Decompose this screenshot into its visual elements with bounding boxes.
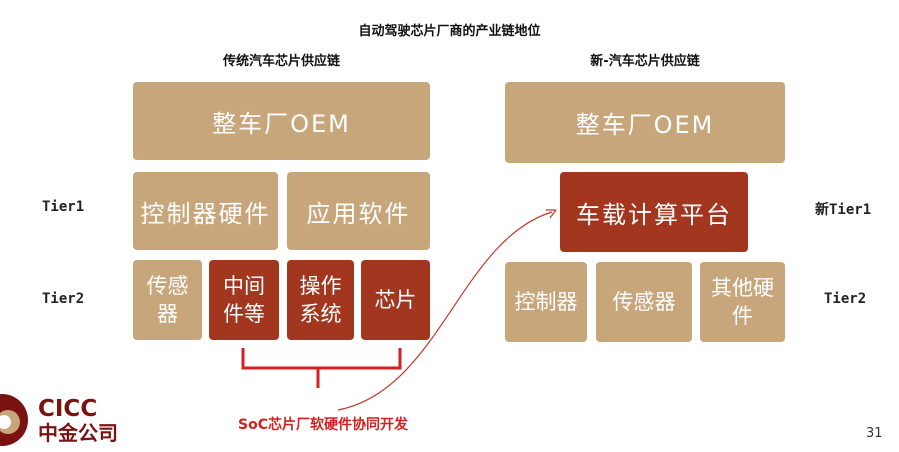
tier2-label-left: Tier2 — [42, 291, 85, 307]
page-number: 31 — [866, 426, 883, 441]
diagram-title: 自动驾驶芯片厂商的产业链地位 — [358, 24, 541, 39]
annotation-text: SoC芯片厂软硬件协同开发 — [238, 417, 408, 433]
left-tier1-app-software: 应用软件 — [287, 172, 430, 250]
curved-arrow — [337, 211, 553, 411]
tier2-label-right: Tier2 — [824, 291, 867, 307]
right-tier2-sensor: 传感器 — [596, 262, 692, 342]
left-tier2-sensor: 传感 器 — [133, 260, 202, 340]
left-oem-box: 整车厂OEM — [133, 82, 430, 160]
bracket — [241, 348, 402, 388]
logo-en: CICC — [38, 396, 98, 422]
left-heading: 传统汽车芯片供应链 — [222, 54, 340, 69]
arrowhead-icon — [546, 209, 557, 219]
cicc-logo-icon — [0, 394, 28, 446]
right-tier2-controller: 控制器 — [505, 262, 587, 342]
right-tier2-other-hw: 其他硬 件 — [700, 262, 785, 342]
tier1-label-left: Tier1 — [42, 199, 85, 215]
left-tier2-chip: 芯片 — [361, 260, 430, 340]
logo-cn: 中金公司 — [38, 421, 118, 445]
left-tier2-middleware: 中间 件等 — [209, 260, 279, 340]
left-tier2-os: 操作 系统 — [287, 260, 354, 340]
right-oem-box: 整车厂OEM — [505, 82, 785, 163]
right-heading: 新-汽车芯片供应链 — [590, 54, 700, 69]
left-tier1-controller-hw: 控制器硬件 — [133, 172, 278, 250]
right-tier1-computing-platform: 车载计算平台 — [560, 172, 748, 252]
tier1-label-right: 新Tier1 — [815, 202, 872, 218]
